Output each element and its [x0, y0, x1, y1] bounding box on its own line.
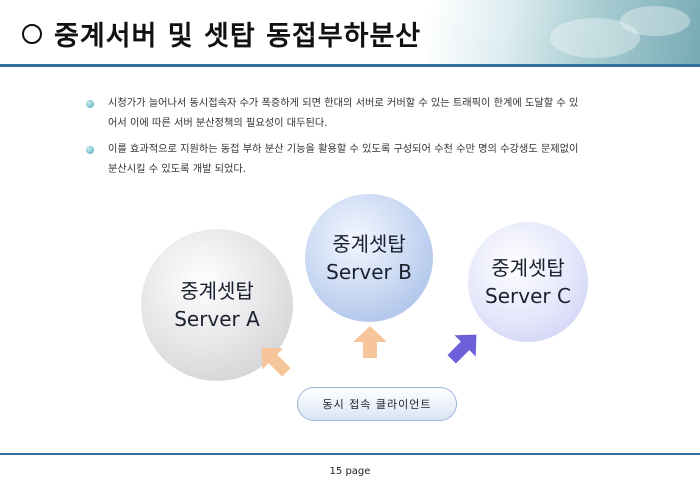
server-name: 중계셋탑	[491, 256, 565, 280]
server-label: Server A	[174, 307, 260, 331]
client-label: 동시 접속 클라이언트	[322, 398, 432, 411]
arrow-up-icon	[353, 326, 387, 358]
header-divider	[0, 64, 700, 67]
header-decoration-image	[430, 0, 700, 64]
bullet-line: 분산시킬 수 있도록 개발 되었다.	[108, 164, 247, 175]
server-label: Server B	[326, 260, 412, 284]
server-c-circle: 중계셋탑 Server C	[468, 222, 588, 342]
bullet-item: 시청가가 늘어나서 동시접속자 수가 폭증하게 되면 한대의 서버로 커버할 수…	[86, 94, 666, 134]
page-number: 15 page	[329, 466, 371, 477]
page-title-text: 중계서버 및 셋탑 동접부하분산	[54, 21, 422, 52]
arrow-up-left-icon	[261, 347, 291, 377]
server-a-circle: 중계셋탑 Server A	[141, 229, 293, 381]
title-circle-icon	[22, 23, 42, 44]
bullet-line: 어서 이에 따른 서버 분산정책의 필요성이 대두된다.	[108, 118, 328, 129]
server-name: 중계셋탑	[332, 232, 406, 256]
bullet-dot-icon	[86, 100, 94, 108]
server-label: Server C	[485, 284, 571, 308]
arrow-up-right-icon	[447, 334, 477, 364]
bullet-line: 이를 효과적으로 지원하는 동접 부하 분산 기능을 활용할 수 있도록 구성되…	[108, 144, 579, 155]
bullet-list: 시청가가 늘어나서 동시접속자 수가 폭증하게 되면 한대의 서버로 커버할 수…	[86, 94, 666, 186]
server-name: 중계셋탑	[180, 279, 254, 303]
bullet-item: 이를 효과적으로 지원하는 동접 부하 분산 기능을 활용할 수 있도록 구성되…	[86, 140, 666, 180]
server-b-circle: 중계셋탑 Server B	[305, 194, 433, 322]
bullet-line: 시청가가 늘어나서 동시접속자 수가 폭증하게 되면 한대의 서버로 커버할 수…	[108, 98, 579, 109]
page-title: 중계서버 및 셋탑 동접부하분산	[22, 14, 421, 53]
footer-divider	[0, 453, 700, 455]
bullet-dot-icon	[86, 146, 94, 154]
client-label-box: 동시 접속 클라이언트	[297, 387, 457, 421]
